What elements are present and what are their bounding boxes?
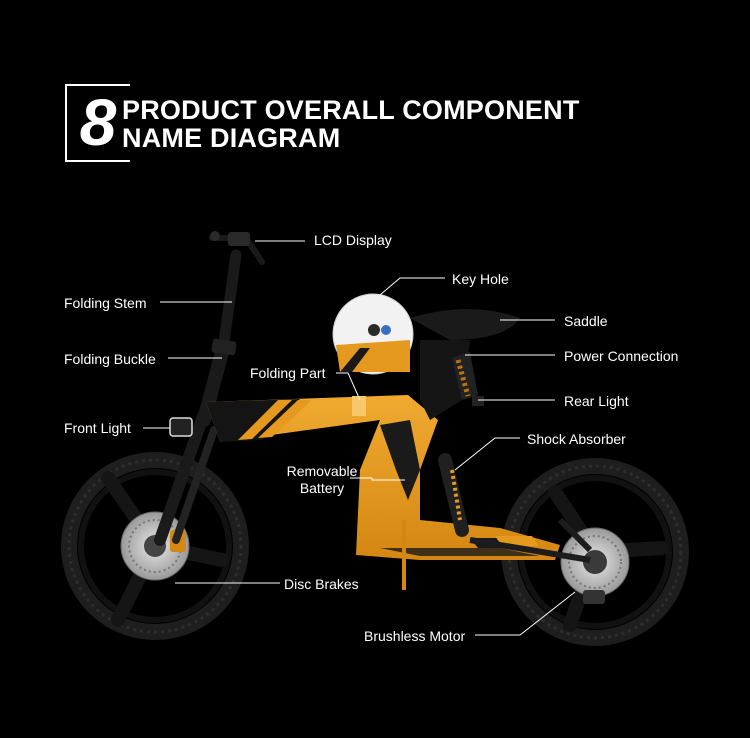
label-lcd-display: LCD Display (314, 232, 392, 248)
callout-folding-part (336, 372, 361, 401)
callout-shock-absorber (454, 437, 520, 471)
title-badge-glyph: 8 (80, 85, 117, 159)
title-badge-icon: 8 (65, 84, 130, 162)
front-fork-and-stem (154, 231, 265, 546)
label-front-light: Front Light (64, 420, 131, 436)
front-wheel (61, 452, 249, 640)
key-hole-magnifier (332, 293, 414, 375)
label-folding-buckle: Folding Buckle (64, 351, 156, 367)
label-saddle: Saddle (564, 313, 608, 329)
label-removable-battery: Removable Battery (283, 463, 361, 497)
label-key-hole: Key Hole (452, 271, 509, 287)
page-title-line1: PRODUCT OVERALL COMPONENT (122, 95, 580, 125)
label-removable-battery-line2: Battery (299, 480, 345, 496)
label-disc-brakes: Disc Brakes (284, 576, 359, 592)
bike-frame (206, 395, 560, 590)
label-folding-part: Folding Part (250, 365, 326, 381)
callout-removable-battery (350, 477, 405, 481)
rear-wheel (501, 458, 689, 646)
callout-brushless-motor (475, 591, 576, 636)
page-title-line2: NAME DIAGRAM (122, 123, 341, 153)
label-rear-light: Rear Light (564, 393, 629, 409)
seat-and-rear (410, 309, 593, 563)
label-brushless-motor: Brushless Motor (364, 628, 466, 644)
label-power-connection: Power Connection (564, 348, 679, 364)
callout-key-hole (379, 277, 445, 296)
label-shock-absorber: Shock Absorber (527, 431, 626, 447)
label-removable-battery-line1: Removable (286, 463, 358, 479)
callout-lines (143, 240, 576, 636)
label-folding-stem: Folding Stem (64, 295, 147, 311)
